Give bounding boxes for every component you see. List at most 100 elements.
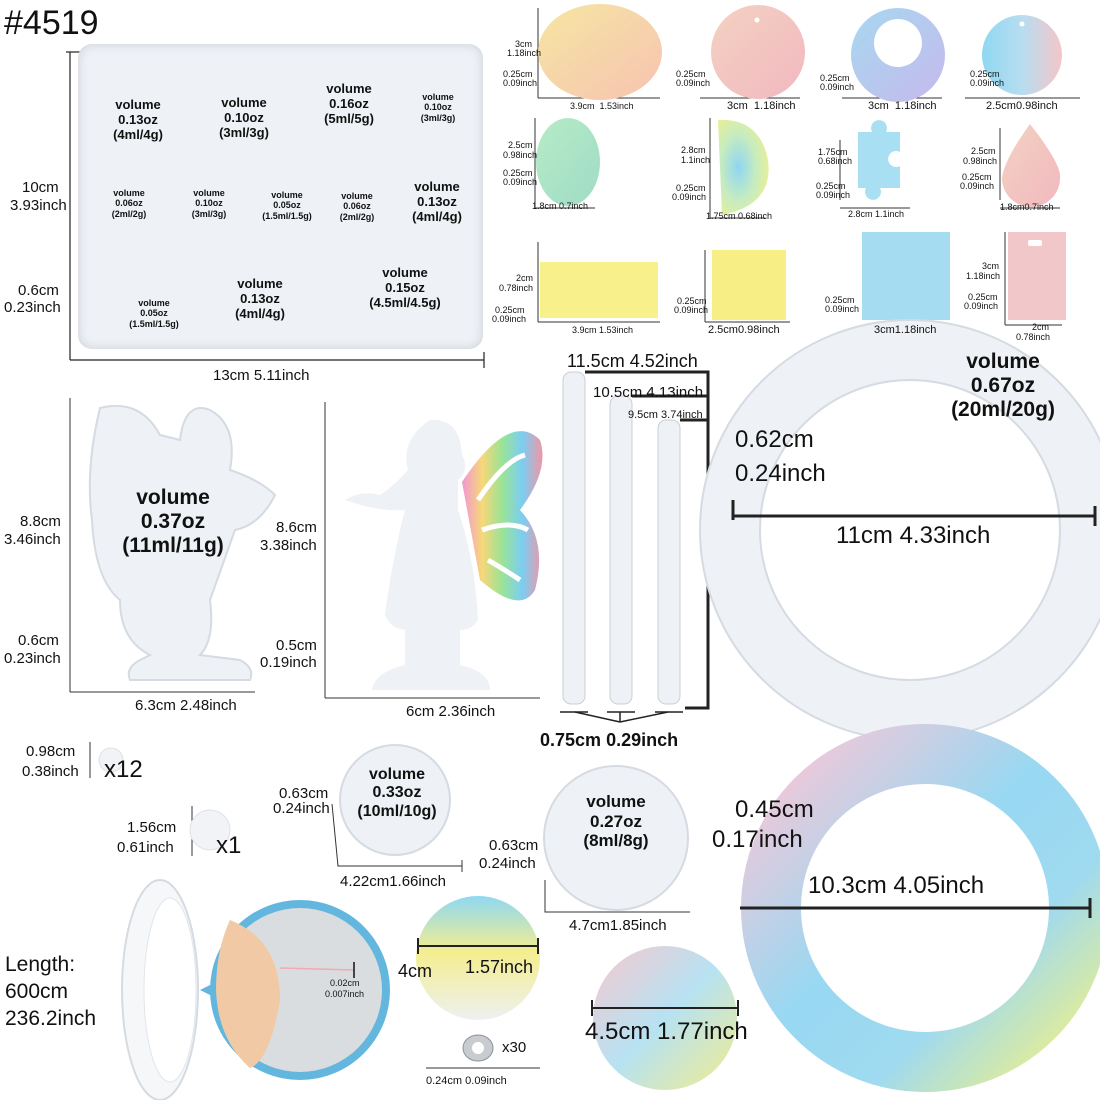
rods-drawing — [560, 370, 710, 723]
pendant-dim: 2.8cm — [681, 145, 706, 155]
pendant-donut-blue — [851, 8, 945, 102]
pendant-dim: 2.5cm0.98inch — [986, 100, 1058, 112]
ring-piece-width: 10.3cm 4.05inch — [808, 872, 985, 899]
cord-spool-drawing — [121, 879, 390, 1100]
pendant-dim: 0.25cm — [676, 183, 706, 193]
fairy-mold-drawing — [69, 398, 277, 693]
fairy-piece-height-cm: 8.6cm — [276, 519, 317, 536]
small-bead-size-cm: 0.98cm — [26, 743, 76, 760]
tray-dimension-lines — [66, 51, 485, 368]
cord-thickness-cm: 0.02cm — [330, 978, 360, 988]
pendant-dim: 1.75cm — [818, 147, 848, 157]
tray-depth-inch: 0.23inch — [4, 299, 61, 316]
tray-width: 13cm 5.11inch — [213, 367, 310, 384]
pendant-square-blue — [862, 232, 950, 320]
pendant-dim: 0.25cm — [677, 296, 707, 306]
pendant-rect-pink — [1008, 232, 1066, 320]
pendant-dim: 1.18inch — [507, 48, 542, 58]
pendant-dim: 0.25cm — [816, 181, 846, 191]
disc-a-width-inch: 1.57inch — [465, 957, 534, 977]
pendant-dim: 0.98inch — [963, 156, 998, 166]
ring-piece-drawing — [740, 724, 1100, 1092]
crimp-bead-size: 0.24cm 0.09inch — [426, 1075, 507, 1087]
ring-mold-drawing — [699, 319, 1100, 741]
disc-mold-a-depth-inch: 0.24inch — [273, 800, 330, 817]
pendant-dim: 2cm — [516, 273, 534, 283]
pendant-dim: 2cm — [1032, 322, 1050, 332]
pendant-dim: 0.09inch — [825, 304, 860, 314]
discs-drawing — [416, 896, 739, 1090]
ring-mold-depth-inch: 0.24inch — [735, 460, 826, 487]
fairy-mold-height-inch: 3.46inch — [4, 531, 61, 548]
pendant-dim: 3cm — [982, 261, 1000, 271]
pendant-round-blue-pink — [982, 15, 1062, 95]
ring-mold-width: 11cm 4.33inch — [836, 522, 991, 549]
pendant-dim: 0.09inch — [816, 190, 851, 200]
pendant-dim: 2.5cm0.98inch — [708, 324, 780, 336]
pendant-dim: 0.25cm — [968, 292, 998, 302]
rod-diameter: 0.75cm 0.29inch — [540, 730, 679, 750]
large-bead-size-inch: 0.61inch — [117, 839, 174, 856]
large-bead-count: x1 — [216, 832, 242, 859]
multi-cavity-mold-tray — [78, 44, 483, 349]
pendant-dim: 3cm 1.18inch — [727, 100, 796, 112]
fairy-piece-drawing — [324, 402, 543, 699]
ring-piece-depth-inch: 0.17inch — [712, 826, 803, 853]
fairy-piece-height-inch: 3.38inch — [260, 537, 317, 554]
pendant-dim: 0.25cm — [820, 73, 850, 83]
pendant-dim: 0.09inch — [964, 301, 999, 311]
small-bead-size-inch: 0.38inch — [22, 763, 79, 780]
pendant-dim: 0.09inch — [492, 314, 527, 324]
disc-a-width-cm: 4cm — [398, 961, 433, 981]
crimp-bead-count: x30 — [502, 1039, 527, 1056]
pendant-dim: 3.9cm 1.53inch — [572, 325, 634, 335]
fairy-piece-depth-cm: 0.5cm — [276, 637, 317, 654]
fairy-mold-height-cm: 8.8cm — [20, 513, 61, 530]
pendant-round-pink — [711, 5, 805, 99]
ring-mold-depth-cm: 0.62cm — [735, 426, 814, 453]
pendant-dim: 0.25cm — [503, 168, 533, 178]
disc-mold-a-depth-cm: 0.63cm — [279, 785, 329, 802]
pendant-dim: 0.25cm — [962, 172, 992, 182]
rod-length-long: 11.5cm 4.52inch — [567, 351, 698, 371]
large-bead-size-cm: 1.56cm — [127, 819, 177, 836]
fairy-mold-width: 6.3cm 2.48inch — [135, 697, 237, 714]
disc-mold-b-depth-inch: 0.24inch — [479, 855, 536, 872]
pendant-dim: 2.8cm 1.1inch — [848, 209, 905, 219]
pendant-dim: 0.09inch — [672, 192, 707, 202]
pendant-dim: 1.8cm 0.7inch — [532, 201, 589, 211]
pendant-puzzle — [858, 120, 900, 200]
pendant-dim: 2.5cm — [508, 140, 533, 150]
fairy-piece-width: 6cm 2.36inch — [406, 703, 496, 720]
pendant-dim: 0.98inch — [503, 150, 538, 160]
cord-length-inch: 236.2inch — [5, 1007, 97, 1030]
pendant-oval-mint — [536, 118, 600, 206]
disc-mold-b-depth-cm: 0.63cm — [489, 837, 539, 854]
disc-mold-b-width: 4.7cm1.85inch — [569, 917, 667, 934]
disc-mold-a-width: 4.22cm1.66inch — [340, 873, 446, 890]
pendant-dim: 3cm 1.18inch — [868, 100, 937, 112]
pendant-dim: 1.18inch — [966, 271, 1001, 281]
beads-drawing — [89, 742, 231, 856]
pendant-dim: 0.09inch — [960, 181, 995, 191]
pendant-dim: 0.09inch — [676, 78, 711, 88]
tray-height-cm: 10cm — [22, 179, 59, 196]
pendant-dim: 0.25cm — [970, 69, 1000, 79]
pendant-dim: 1.75cm 0.68inch — [706, 211, 773, 221]
pendant-dim: 0.09inch — [820, 82, 855, 92]
cord-length-cm: 600cm — [5, 980, 69, 1003]
pendant-dim: 0.78inch — [1016, 332, 1051, 342]
